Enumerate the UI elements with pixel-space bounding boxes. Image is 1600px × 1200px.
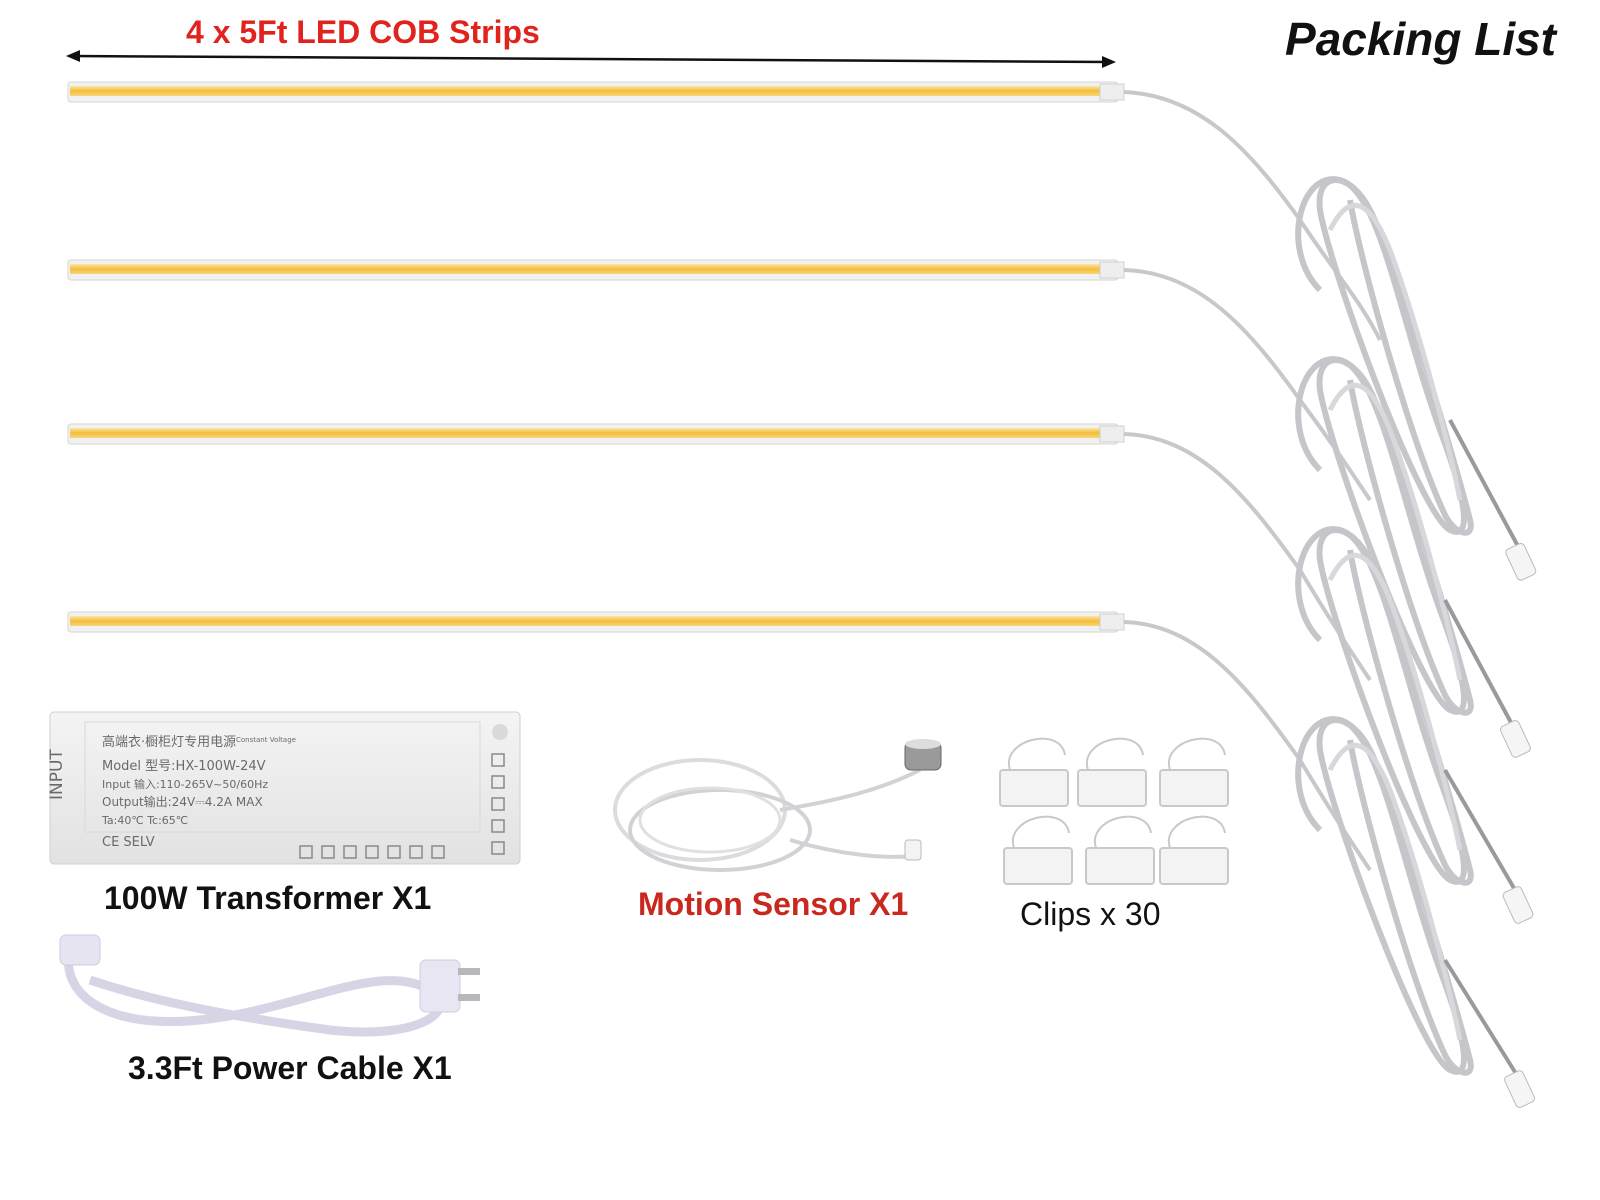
strips-title: 4 x 5Ft LED COB Strips xyxy=(186,14,540,50)
motion-sensor-label: Motion Sensor X1 xyxy=(638,886,909,922)
svg-text:高端衣·橱柜灯专用电源: 高端衣·橱柜灯专用电源 xyxy=(102,734,236,750)
led-strip xyxy=(67,259,1372,502)
coiled-cable xyxy=(1298,529,1534,924)
clips-label: Clips x 30 xyxy=(1020,896,1161,932)
coiled-cable xyxy=(1298,179,1537,581)
led-strip xyxy=(67,423,1372,682)
transformer-unit: INPUT 高端衣·橱柜灯专用电源 Constant Voltage Model… xyxy=(47,711,521,865)
transformer-label: 100W Transformer X1 xyxy=(104,880,432,916)
power-cable-label: 3.3Ft Power Cable X1 xyxy=(128,1050,452,1086)
led-strip xyxy=(67,81,1382,341)
svg-text:CE SELV: CE SELV xyxy=(102,835,155,850)
svg-text:Output输出:24V⎓4.2A MAX: Output输出:24V⎓4.2A MAX xyxy=(102,794,263,809)
coiled-cable xyxy=(1298,719,1536,1108)
c7-connector xyxy=(59,934,101,966)
plug-head xyxy=(419,959,461,1013)
power-cable xyxy=(59,934,480,1037)
svg-text:Input 输入:110-265V~50/60Hz: Input 输入:110-265V~50/60Hz xyxy=(102,777,268,791)
led-strip xyxy=(67,611,1372,872)
svg-text:INPUT: INPUT xyxy=(47,749,67,800)
packing-list-title: Packing List xyxy=(1285,13,1556,65)
coiled-cable xyxy=(1298,359,1531,758)
clips-group xyxy=(999,737,1229,885)
svg-text:Constant Voltage: Constant Voltage xyxy=(236,736,296,744)
svg-text:Ta:40℃ Tc:65℃: Ta:40℃ Tc:65℃ xyxy=(101,814,188,827)
length-arrow xyxy=(66,50,1116,68)
motion-sensor xyxy=(613,739,942,872)
svg-text:Model 型号:HX-100W-24V: Model 型号:HX-100W-24V xyxy=(102,759,266,774)
